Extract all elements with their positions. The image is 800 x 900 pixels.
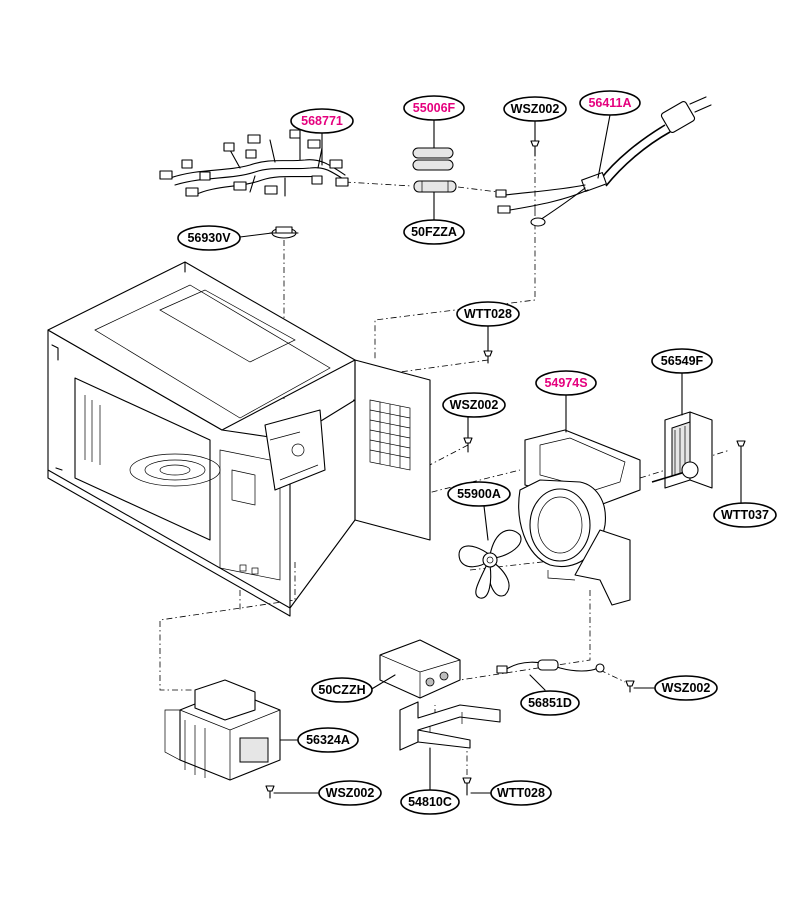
thermostat-56930V: [269, 226, 299, 239]
screw-wtt037: [736, 440, 746, 457]
callout-label: 56851D: [528, 696, 572, 710]
callout-55006F: 55006F: [403, 95, 465, 121]
power-cord-56411A: [495, 96, 712, 227]
callout-wsz002-right: WSZ002: [654, 675, 718, 701]
fuse-55006F: [412, 147, 454, 171]
bracket-54810C: [399, 701, 501, 751]
callout-wsz002-mid: WSZ002: [442, 392, 506, 418]
thermal-cutout-56851D: [496, 659, 605, 674]
fan-blade-55900A: [458, 529, 522, 599]
callout-label: 56411A: [588, 96, 631, 110]
screw-wtt028-top: [483, 350, 493, 364]
callout-label: 50FZZA: [411, 225, 457, 239]
callout-54810C: 54810C: [400, 789, 460, 815]
callout-label: 55006F: [413, 101, 456, 115]
fan-motor-56549F: [651, 411, 713, 489]
callout-wtt028-bottom: WTT028: [490, 780, 552, 806]
callout-label: 56324A: [306, 733, 350, 747]
callout-label: WSZ002: [450, 398, 499, 412]
callout-label: WTT028: [497, 786, 545, 800]
screw-wsz002-bottom: [265, 785, 275, 799]
callout-label: WTT028: [464, 307, 512, 321]
callout-wtt037: WTT037: [713, 502, 777, 528]
callout-568771: 568771: [290, 108, 354, 134]
callout-label: WSZ002: [326, 786, 375, 800]
callout-56324A: 56324A: [297, 727, 359, 753]
vent-grid: [369, 402, 411, 468]
callout-55900A: 55900A: [447, 481, 511, 507]
callout-label: WSZ002: [511, 102, 560, 116]
fan-duct-54974S: [518, 429, 641, 606]
callout-50FZZA: 50FZZA: [403, 219, 465, 245]
callout-56549F: 56549F: [651, 348, 713, 374]
screw-wsz002-mid: [463, 437, 473, 453]
screw-wsz002-top: [530, 140, 540, 157]
callout-54974S: 54974S: [535, 370, 597, 396]
callout-56851D: 56851D: [520, 690, 580, 716]
screw-wsz002-right: [625, 680, 635, 693]
callout-56411A: 56411A: [579, 90, 641, 116]
callout-label: 56549F: [661, 354, 704, 368]
callout-label: WTT037: [721, 508, 769, 522]
callout-label: 50CZZH: [318, 683, 365, 697]
magnetron-56324A: [164, 679, 281, 781]
wire-harness-568771: [159, 129, 349, 197]
oven-cavity-chassis: [47, 261, 431, 617]
callout-leaders: [239, 114, 742, 794]
screw-wtt028-bottom: [462, 777, 472, 796]
callout-label: 568771: [301, 114, 343, 128]
callout-wsz002-top: WSZ002: [503, 96, 567, 122]
fuse-50FZZA: [413, 180, 457, 193]
callout-wsz002-bottom: WSZ002: [318, 780, 382, 806]
callout-label: 54974S: [544, 376, 587, 390]
capacitor-50CZZH: [379, 639, 461, 699]
callout-wtt028-top: WTT028: [456, 301, 520, 327]
callout-50CZZH: 50CZZH: [311, 677, 373, 703]
callout-label: 56930V: [187, 231, 231, 245]
callout-label: WSZ002: [662, 681, 711, 695]
callout-label: 54810C: [408, 795, 452, 809]
callout-label: 55900A: [457, 487, 501, 501]
callout-56930V: 56930V: [177, 225, 241, 251]
